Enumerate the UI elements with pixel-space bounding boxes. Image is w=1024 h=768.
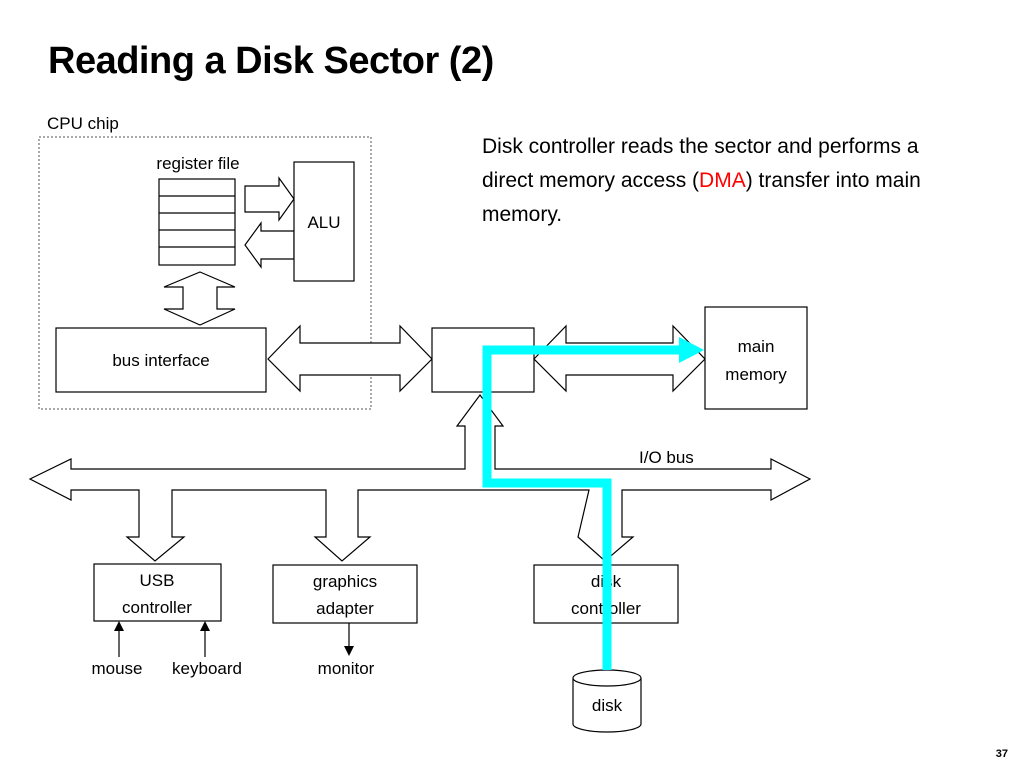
cpu-chip-boundary: [38, 136, 372, 410]
disk-label: disk: [592, 696, 623, 715]
usb-controller-label-line2: controller: [122, 598, 192, 617]
graphics-adapter-label-line2: adapter: [316, 599, 374, 618]
dma-transfer-path: [482, 345, 681, 670]
register-file-label: register file: [156, 154, 239, 173]
description-text-start: Disk controller reads the sector and per…: [482, 135, 919, 192]
keyboard-label: keyboard: [172, 659, 242, 678]
mouse-input-arrow: [114, 621, 124, 657]
monitor-label: monitor: [318, 659, 375, 678]
alu-box: [293, 161, 355, 282]
cpu-chip-label: CPU chip: [47, 114, 119, 133]
mouse-label: mouse: [91, 659, 142, 678]
monitor-output-arrow: [344, 623, 354, 656]
main-memory-label-line2: memory: [725, 365, 787, 384]
slide-number: 37: [995, 748, 1008, 760]
slide-title: Reading a Disk Sector (2): [48, 40, 494, 82]
register-bus-interface-arrow: [163, 271, 236, 326]
disk-cylinder: [572, 669, 642, 733]
register-file: [158, 178, 236, 266]
usb-controller-box: [93, 563, 222, 622]
io-bus-arrow: [28, 393, 812, 562]
alu-label: ALU: [307, 213, 340, 232]
main-memory-label-line1: main: [738, 337, 775, 356]
dma-path-arrowhead: [679, 337, 704, 363]
dma-highlight: DMA: [699, 169, 746, 192]
main-memory-box: [704, 306, 808, 410]
graphics-adapter-label-line1: graphics: [313, 572, 377, 591]
bus-interface-box: [55, 327, 267, 393]
alu-to-register-arrow: [244, 221, 295, 269]
register-to-alu-arrow: [244, 176, 295, 222]
slide-description: Disk controller reads the sector and per…: [482, 130, 922, 232]
description-text-end: ) transfer into main memory.: [482, 169, 921, 226]
system-bus-arrow: [267, 324, 433, 393]
usb-controller-label-line1: USB: [140, 571, 175, 590]
keyboard-input-arrow: [200, 621, 210, 657]
graphics-adapter-box: [272, 564, 418, 624]
bus-interface-label: bus interface: [112, 351, 209, 370]
io-bus-label: I/O bus: [639, 448, 694, 467]
